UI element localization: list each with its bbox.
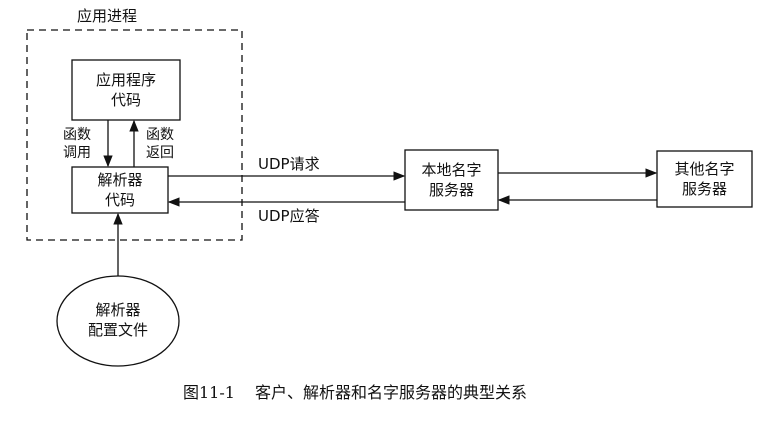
other-name-server-box — [656, 150, 753, 208]
function-return-line2: 返回 — [146, 145, 174, 161]
function-return-line1: 函数 — [146, 127, 174, 143]
application-code-box — [71, 59, 181, 121]
application-code-line2: 代码 — [110, 91, 141, 109]
application-process-label: 应用进程 — [77, 7, 138, 25]
function-return-label: 函数 返回 — [146, 126, 174, 162]
figure-caption-text: 客户、解析器和名字服务器的典型关系 — [254, 383, 527, 402]
other-name-server-line1: 其他名字 — [674, 160, 735, 178]
local-name-server-line1: 本地名字 — [421, 161, 482, 179]
figure-caption: 图11-1 客户、解析器和名字服务器的典型关系 — [183, 383, 527, 403]
other-name-server-label: 其他名字 服务器 — [657, 159, 752, 199]
figure-number: 图11-1 — [183, 383, 235, 402]
function-call-line2: 调用 — [63, 145, 91, 161]
udp-reply-label: UDP应答 — [258, 207, 320, 225]
resolver-code-label: 解析器 代码 — [72, 170, 168, 210]
resolver-code-box — [71, 166, 169, 214]
resolver-config-line1: 解析器 — [95, 301, 141, 319]
application-code-line1: 应用程序 — [95, 71, 156, 89]
resolver-config-file-label: 解析器 配置文件 — [57, 300, 179, 340]
local-name-server-label: 本地名字 服务器 — [405, 160, 498, 200]
resolver-code-line1: 解析器 — [97, 171, 143, 189]
application-process-boundary — [26, 29, 243, 241]
function-call-label: 函数 调用 — [63, 126, 91, 162]
udp-request-label: UDP请求 — [258, 155, 320, 173]
application-code-label: 应用程序 代码 — [72, 70, 180, 110]
other-name-server-line2: 服务器 — [681, 180, 727, 198]
local-name-server-line2: 服务器 — [428, 181, 474, 199]
resolver-config-line2: 配置文件 — [87, 321, 148, 339]
resolver-code-line2: 代码 — [104, 191, 135, 209]
function-call-line1: 函数 — [63, 127, 91, 143]
